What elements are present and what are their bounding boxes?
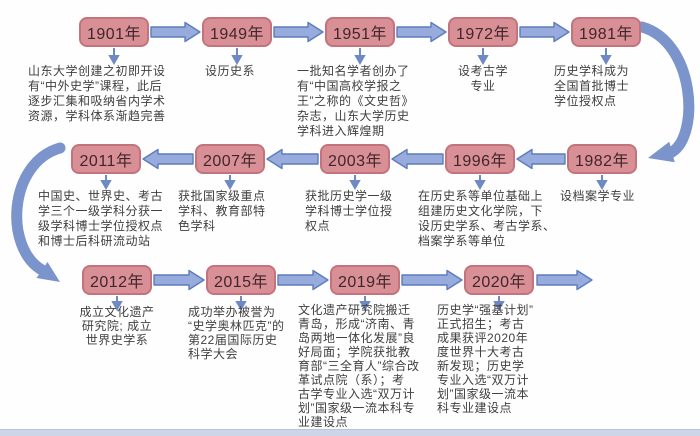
arrow-right-icon bbox=[277, 269, 329, 291]
arrow-right-icon bbox=[396, 21, 447, 43]
year-node-2020: 2020年 bbox=[464, 265, 534, 295]
arrow-right-icon bbox=[153, 269, 205, 291]
down-connector-icon bbox=[354, 48, 366, 66]
year-node-2011: 2011年 bbox=[71, 144, 141, 174]
arrow-right-icon bbox=[273, 21, 324, 43]
year-node-1972: 1972年 bbox=[448, 17, 518, 47]
event-description-2012: 成立文化遗产 研究院; 成立 世界史学系 bbox=[79, 305, 155, 347]
curved-arrow-down-left-icon bbox=[636, 21, 695, 163]
arrow-right-icon bbox=[150, 21, 201, 43]
year-node-1951: 1951年 bbox=[325, 17, 395, 47]
down-connector-icon bbox=[224, 175, 236, 191]
down-connector-icon bbox=[235, 296, 247, 312]
event-description-1901: 山东大学创建之初即开设 有“中外史学”课程，此后 逐步汇集和吸纳省内学术 资源，… bbox=[28, 64, 166, 123]
year-node-1949: 1949年 bbox=[202, 17, 272, 47]
arrow-left-icon bbox=[391, 148, 444, 170]
event-description-1972: 设考古学 专业 bbox=[457, 64, 508, 93]
year-node-1996: 1996年 bbox=[445, 144, 515, 174]
down-connector-icon bbox=[477, 48, 489, 66]
down-connector-icon bbox=[100, 175, 112, 191]
future-arrow-right-icon bbox=[536, 269, 593, 291]
event-description-1981: 历史学科成为 全国首批博士 学位授权点 bbox=[554, 64, 630, 108]
year-node-2012: 2012年 bbox=[82, 265, 152, 295]
down-connector-icon bbox=[349, 175, 361, 191]
event-description-1951: 一批知名学者创办了 有“中国高校学报之 王”之称的《文史哲》 杂志，山东大学历史… bbox=[297, 64, 414, 138]
event-description-1996: 在历史系等单位基础上 组建历史文化学院，下 设历史学系、考古学系、 档案学系等单… bbox=[418, 189, 556, 248]
year-node-1901: 1901年 bbox=[79, 17, 149, 47]
arrow-left-icon bbox=[516, 148, 566, 170]
year-node-2003: 2003年 bbox=[320, 144, 390, 174]
event-description-2020: 历史学“强基计划” 正式招生；考古 成果获评2020年 度世界十大考古 新发现；… bbox=[437, 303, 534, 415]
down-connector-icon bbox=[474, 175, 486, 191]
arrow-right-icon bbox=[401, 269, 463, 291]
arrow-left-icon bbox=[266, 148, 319, 170]
event-description-1949: 设历史系 bbox=[205, 64, 256, 78]
down-connector-icon bbox=[359, 296, 371, 312]
down-connector-icon bbox=[596, 175, 608, 191]
event-description-2003: 获批历史学一级 学科博士学位授 权点 bbox=[305, 189, 393, 233]
year-node-1982: 1982年 bbox=[567, 144, 637, 174]
event-description-1982: 设档案学专业 bbox=[560, 189, 636, 203]
curved-arrow-down-right-icon bbox=[11, 142, 66, 282]
year-node-2015: 2015年 bbox=[206, 265, 276, 295]
year-node-2007: 2007年 bbox=[195, 144, 265, 174]
arrow-left-icon bbox=[142, 148, 194, 170]
down-connector-icon bbox=[493, 296, 505, 312]
year-node-2019: 2019年 bbox=[330, 265, 400, 295]
bottom-edge-strip bbox=[0, 429, 700, 436]
down-connector-icon bbox=[231, 48, 243, 66]
event-description-2007: 获批国家级重点 学科、教育部特 色学科 bbox=[178, 189, 266, 233]
year-node-1981: 1981年 bbox=[571, 17, 641, 47]
event-description-2019: 文化遗产研究院搬迁 青岛，形成“济南、青 岛两地一体化发展”良 好局面；学院获批… bbox=[298, 303, 420, 429]
down-connector-icon bbox=[600, 48, 612, 66]
down-connector-icon bbox=[108, 48, 120, 66]
event-description-2011: 中国史、世界史、考古 学三个一级学科分获一 级学科博士学位授权点 和博士后科研流… bbox=[38, 189, 164, 248]
down-connector-icon bbox=[111, 296, 123, 312]
arrow-right-icon bbox=[519, 21, 570, 43]
event-description-2015: 成功举办被誉为 “史学奥林匹克”的 第22届国际历史 科学大会 bbox=[188, 305, 285, 361]
